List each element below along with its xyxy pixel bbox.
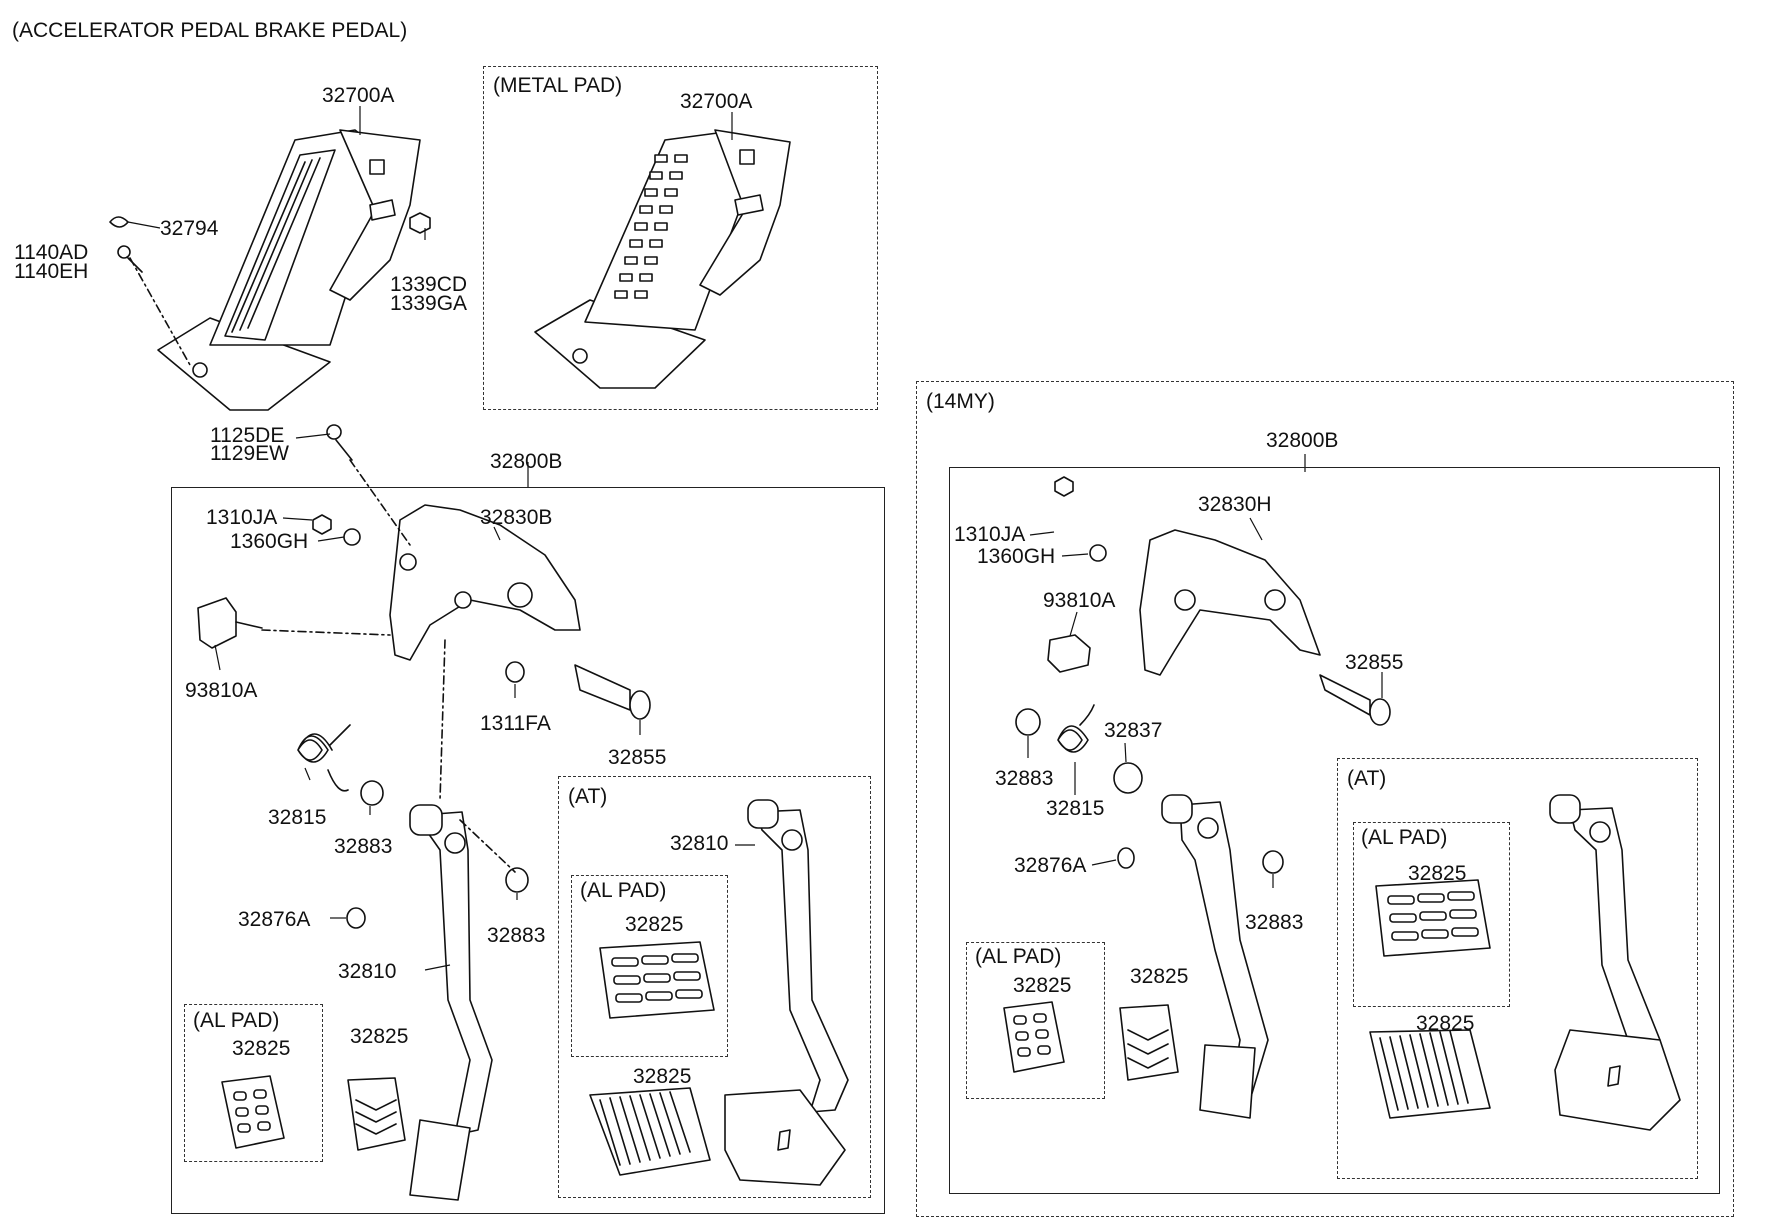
- part-1311FA[interactable]: 1311FA: [480, 712, 551, 735]
- leader-lines: [127, 106, 1383, 971]
- at-left-frame: [558, 776, 871, 1198]
- part-32830B[interactable]: 32830B: [480, 506, 553, 529]
- at-right-frame: [1337, 758, 1698, 1179]
- part-1129EW[interactable]: 1129EW: [210, 442, 289, 465]
- brake-pedal-14my-drawing: [1003, 476, 1391, 1119]
- at-right-caption: (AT): [1347, 767, 1387, 790]
- part-32883-left-a[interactable]: 32883: [334, 835, 393, 858]
- part-1339GA[interactable]: 1339GA: [390, 292, 468, 315]
- diagram-title: (ACCELERATOR PEDAL BRAKE PEDAL): [12, 19, 408, 42]
- al-pad-right-at-frame: [1353, 822, 1510, 1007]
- al-pad-right-at-caption: (AL PAD): [1361, 826, 1448, 849]
- part-32825-at[interactable]: 32825: [633, 1065, 692, 1088]
- part-32876A-left[interactable]: 32876A: [238, 908, 311, 931]
- part-32810-left[interactable]: 32810: [338, 960, 397, 983]
- part-1140EH[interactable]: 1140EH: [14, 260, 89, 283]
- model-14my-caption: (14MY): [926, 390, 995, 413]
- part-93810A-left[interactable]: 93810A: [185, 679, 258, 702]
- part-32837[interactable]: 32837: [1104, 719, 1163, 742]
- al-pad-right-mt-frame: [966, 942, 1105, 1099]
- right-brake-assembly-frame: [949, 467, 1720, 1194]
- part-32825-right-al[interactable]: 32825: [1013, 974, 1072, 997]
- part-32883-right-a[interactable]: 32883: [995, 767, 1054, 790]
- part-32815-right[interactable]: 32815: [1046, 797, 1105, 820]
- metal-pad-pedal-drawing: [534, 129, 791, 389]
- part-1140AD[interactable]: 1140AD: [14, 241, 89, 264]
- part-32825-at-al[interactable]: 32825: [625, 913, 684, 936]
- at-pedal-left-drawing: [589, 799, 849, 1186]
- al-pad-right-mt-caption: (AL PAD): [975, 945, 1062, 968]
- at-pedal-14my-drawing: [1369, 794, 1681, 1131]
- part-32825-right-mt[interactable]: 32825: [1130, 965, 1189, 988]
- part-32825-right-at-al[interactable]: 32825: [1408, 862, 1467, 885]
- part-32876A-right[interactable]: 32876A: [1014, 854, 1087, 877]
- metal-pad-frame: [483, 66, 878, 410]
- part-32810-at[interactable]: 32810: [670, 832, 729, 855]
- part-32794[interactable]: 32794: [160, 217, 219, 240]
- part-32800B-left[interactable]: 32800B: [490, 450, 563, 473]
- part-1310JA-left[interactable]: 1310JA: [206, 506, 278, 529]
- metal-pad-caption: (METAL PAD): [493, 74, 623, 97]
- part-32830H[interactable]: 32830H: [1198, 493, 1272, 516]
- part-32855-left[interactable]: 32855: [608, 746, 667, 769]
- part-1360GH-left[interactable]: 1360GH: [230, 530, 309, 553]
- part-32883-right-b[interactable]: 32883: [1245, 911, 1304, 934]
- part-93810A-right[interactable]: 93810A: [1043, 589, 1116, 612]
- part-1339CD[interactable]: 1339CD: [390, 273, 468, 296]
- brake-pedal-left-drawing: [197, 424, 651, 1201]
- part-32825-left-mt[interactable]: 32825: [350, 1025, 409, 1048]
- part-32883-left-b[interactable]: 32883: [487, 924, 546, 947]
- al-pad-left-at-caption: (AL PAD): [580, 879, 667, 902]
- accelerator-pedal-drawing: [109, 129, 431, 411]
- al-pad-left-mt-caption: (AL PAD): [193, 1009, 280, 1032]
- part-32700A-metal[interactable]: 32700A: [680, 90, 753, 113]
- at-left-caption: (AT): [568, 785, 608, 808]
- part-32815-left[interactable]: 32815: [268, 806, 327, 829]
- al-pad-left-mt-frame: [184, 1004, 323, 1162]
- part-32700A-main[interactable]: 32700A: [322, 84, 395, 107]
- part-1125DE[interactable]: 1125DE: [210, 424, 285, 447]
- part-32800B-right[interactable]: 32800B: [1266, 429, 1339, 452]
- part-32825-left-al[interactable]: 32825: [232, 1037, 291, 1060]
- part-32825-right-at[interactable]: 32825: [1416, 1012, 1475, 1035]
- part-1360GH-right[interactable]: 1360GH: [977, 545, 1056, 568]
- part-32855-right[interactable]: 32855: [1345, 651, 1404, 674]
- part-1310JA-right[interactable]: 1310JA: [954, 523, 1026, 546]
- al-pad-left-at-frame: [571, 875, 728, 1057]
